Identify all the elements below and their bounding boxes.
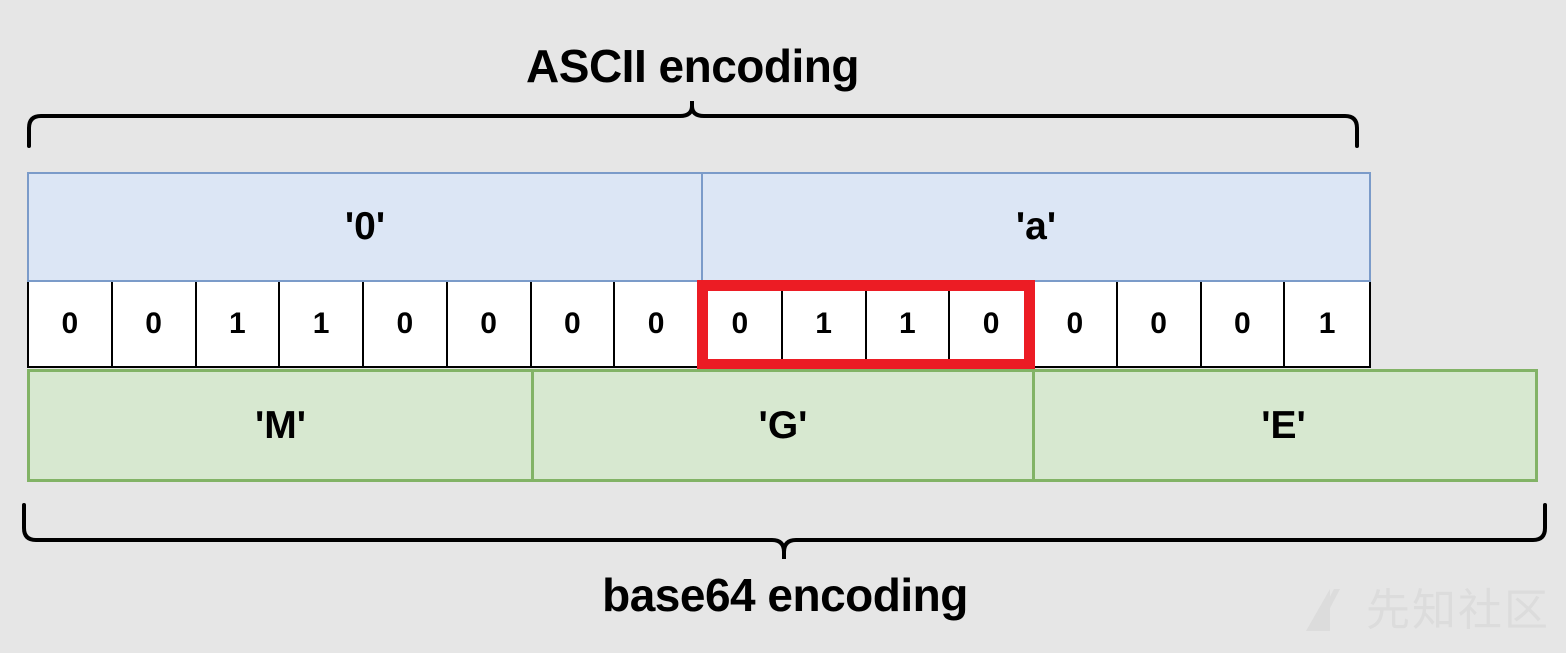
bit-cell: 1 — [782, 282, 867, 366]
ascii-encoding-title: ASCII encoding — [526, 40, 859, 92]
bit-cell: 0 — [112, 282, 197, 366]
bit-cell: 1 — [280, 282, 364, 366]
bit-cell: 0 — [950, 282, 1034, 366]
bit-cell: 0 — [1034, 282, 1118, 366]
base64-char-cell: 'M' — [30, 372, 531, 479]
bit-cell: 1 — [866, 282, 951, 366]
bit-cell: 0 — [1117, 282, 1202, 366]
bit-cell: 0 — [699, 282, 783, 366]
ascii-char-cell: 'a' — [701, 174, 1369, 280]
bit-cell: 0 — [29, 282, 113, 366]
bit-cell: 0 — [531, 282, 616, 366]
bit-cell: 0 — [615, 282, 699, 366]
bit-cell: 0 — [447, 282, 532, 366]
base64-encoding-title: base64 encoding — [602, 569, 968, 621]
bit-sequence-row: 0 0 1 1 0 0 0 0 0 1 1 0 0 0 0 1 — [27, 282, 1371, 368]
base64-char-cell: 'G' — [531, 372, 1032, 479]
ascii-char-cell: '0' — [29, 174, 701, 280]
ascii-brace — [27, 101, 1359, 148]
bit-cell: 0 — [1201, 282, 1286, 366]
bit-cell: 0 — [364, 282, 448, 366]
base64-brace — [22, 503, 1547, 559]
bit-cell: 1 — [196, 282, 281, 366]
ascii-encoding-row: '0' 'a' — [27, 172, 1371, 282]
base64-encoding-row: 'M' 'G' 'E' — [27, 369, 1538, 482]
bit-cell: 1 — [1285, 282, 1369, 366]
base64-char-cell: 'E' — [1032, 372, 1532, 479]
